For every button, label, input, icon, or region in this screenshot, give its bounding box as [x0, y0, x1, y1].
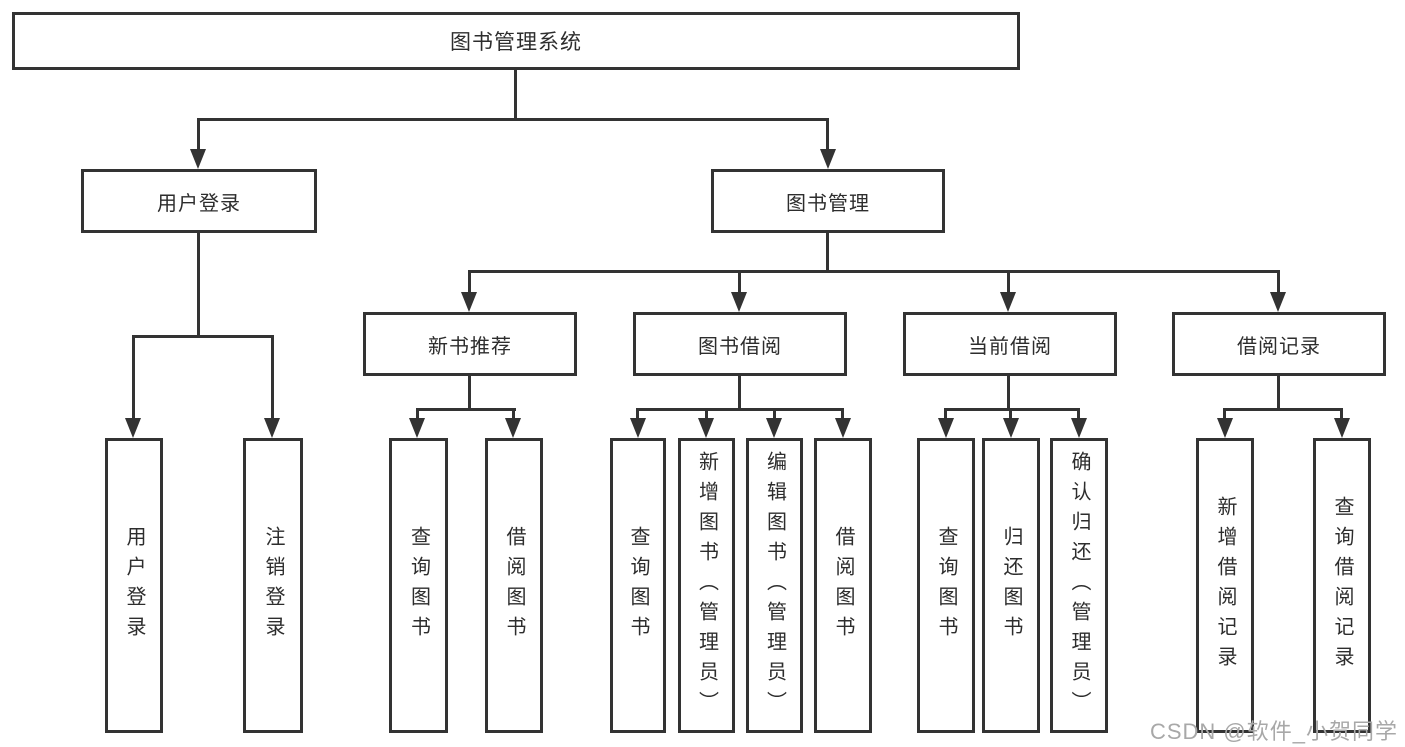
node-book-management-label: 图书管理 [786, 192, 870, 215]
leaf-logout: 注销登录 [243, 438, 303, 733]
arrow-down-book-borrowing [731, 292, 747, 312]
arrow-down-nbr-borrow [505, 418, 521, 438]
connector-drop-bb-query [636, 408, 639, 420]
leaf-bb-add-books-admin: 新增图书（管理员） [678, 438, 735, 733]
arrow-down-book-management [820, 149, 836, 169]
connector-drop-current-borrowing [1007, 270, 1010, 296]
arrow-down-bb-edit [766, 418, 782, 438]
node-new-book-recommendation: 新书推荐 [363, 312, 577, 376]
leaf-bb-edit-books-admin-label: 编辑图书（管理员） [763, 450, 786, 721]
connector-root-stem [514, 70, 517, 120]
connector-cb-stem [1007, 376, 1010, 410]
connector-drop-cb-confirm [1077, 408, 1080, 420]
leaf-nbr-query-books-label: 查询图书 [407, 525, 430, 646]
leaf-cb-query-books-label: 查询图书 [935, 525, 957, 646]
leaf-cb-query-books: 查询图书 [917, 438, 975, 733]
arrow-down-leaf-logout [264, 418, 280, 438]
leaf-bb-borrow-books: 借阅图书 [814, 438, 872, 733]
leaf-nbr-borrow-books-label: 借阅图书 [503, 525, 525, 646]
arrow-down-leaf-login [125, 418, 141, 438]
leaf-cb-return-books-label: 归还图书 [1000, 525, 1022, 646]
arrow-down-bb-borrow [835, 418, 851, 438]
connector-nbr-stem [468, 376, 471, 410]
node-book-borrowing-label: 图书借阅 [698, 335, 782, 358]
connector-drop-new-book [468, 270, 471, 296]
leaf-cb-return-books: 归还图书 [982, 438, 1040, 733]
node-new-book-recommendation-label: 新书推荐 [428, 335, 512, 358]
leaf-bb-add-books-admin-label: 新增图书（管理员） [695, 450, 718, 721]
leaf-br-add-record-label: 新增借阅记录 [1214, 495, 1236, 676]
arrow-down-cb-query [938, 418, 954, 438]
arrow-down-new-book [461, 292, 477, 312]
node-book-management: 图书管理 [711, 169, 945, 233]
connector-drop-book-management [826, 118, 829, 154]
connector-book-management-stem [826, 233, 829, 273]
leaf-user-login-label: 用户登录 [123, 525, 145, 646]
leaf-logout-label: 注销登录 [262, 525, 284, 646]
connector-drop-bb-add [705, 408, 708, 420]
arrow-down-bb-query [630, 418, 646, 438]
connector-cb-bus [944, 408, 1080, 411]
node-root: 图书管理系统 [12, 12, 1020, 70]
connector-user-login-stem [197, 233, 200, 338]
leaf-bb-edit-books-admin: 编辑图书（管理员） [746, 438, 803, 733]
arrow-down-nbr-query [409, 418, 425, 438]
connector-drop-nbr-borrow [512, 408, 515, 420]
connector-drop-br-add [1223, 408, 1226, 420]
connector-user-login-bus [132, 335, 274, 338]
leaf-nbr-query-books: 查询图书 [389, 438, 448, 733]
arrow-down-borrowing-records [1270, 292, 1286, 312]
connector-drop-leaf-login [132, 335, 135, 421]
connector-drop-book-borrowing [738, 270, 741, 296]
node-book-borrowing: 图书借阅 [633, 312, 847, 376]
arrow-down-cb-confirm [1071, 418, 1087, 438]
connector-drop-bb-borrow [841, 408, 844, 420]
connector-bb-stem [738, 376, 741, 410]
node-user-login: 用户登录 [81, 169, 317, 233]
connector-drop-nbr-query [416, 408, 419, 420]
leaf-bb-query-books-label: 查询图书 [627, 525, 649, 646]
leaf-br-add-record: 新增借阅记录 [1196, 438, 1254, 733]
arrow-down-bb-add [698, 418, 714, 438]
arrow-down-current-borrowing [1000, 292, 1016, 312]
leaf-br-query-record-label: 查询借阅记录 [1331, 495, 1353, 676]
connector-level3-bus [468, 270, 1280, 273]
csdn-watermark: CSDN @软件_小贺同学 [1149, 719, 1398, 744]
connector-drop-cb-return [1009, 408, 1012, 420]
leaf-bb-query-books: 查询图书 [610, 438, 666, 733]
leaf-bb-borrow-books-label: 借阅图书 [832, 525, 854, 646]
leaf-nbr-borrow-books: 借阅图书 [485, 438, 543, 733]
connector-drop-user-login [197, 118, 200, 154]
connector-drop-br-query [1340, 408, 1343, 420]
connector-drop-leaf-logout [271, 335, 274, 421]
connector-drop-cb-query [944, 408, 947, 420]
connector-drop-bb-edit [773, 408, 776, 420]
node-current-borrowing-label: 当前借阅 [968, 335, 1052, 358]
leaf-cb-confirm-return-admin-label: 确认归还（管理员） [1068, 450, 1090, 721]
node-borrowing-records: 借阅记录 [1172, 312, 1386, 376]
arrow-down-cb-return [1003, 418, 1019, 438]
node-root-label: 图书管理系统 [450, 31, 582, 54]
node-user-login-label: 用户登录 [157, 192, 241, 215]
connector-br-stem [1277, 376, 1280, 410]
arrow-down-br-query [1334, 418, 1350, 438]
node-current-borrowing: 当前借阅 [903, 312, 1117, 376]
leaf-user-login: 用户登录 [105, 438, 163, 733]
arrow-down-br-add [1217, 418, 1233, 438]
connector-root-bus [197, 118, 829, 121]
connector-nbr-bus [416, 408, 516, 411]
leaf-br-query-record: 查询借阅记录 [1313, 438, 1371, 733]
connector-drop-borrowing-records [1277, 270, 1280, 296]
leaf-cb-confirm-return-admin: 确认归还（管理员） [1050, 438, 1108, 733]
connector-bb-bus [636, 408, 844, 411]
connector-br-bus [1223, 408, 1343, 411]
arrow-down-user-login [190, 149, 206, 169]
node-borrowing-records-label: 借阅记录 [1237, 335, 1321, 358]
